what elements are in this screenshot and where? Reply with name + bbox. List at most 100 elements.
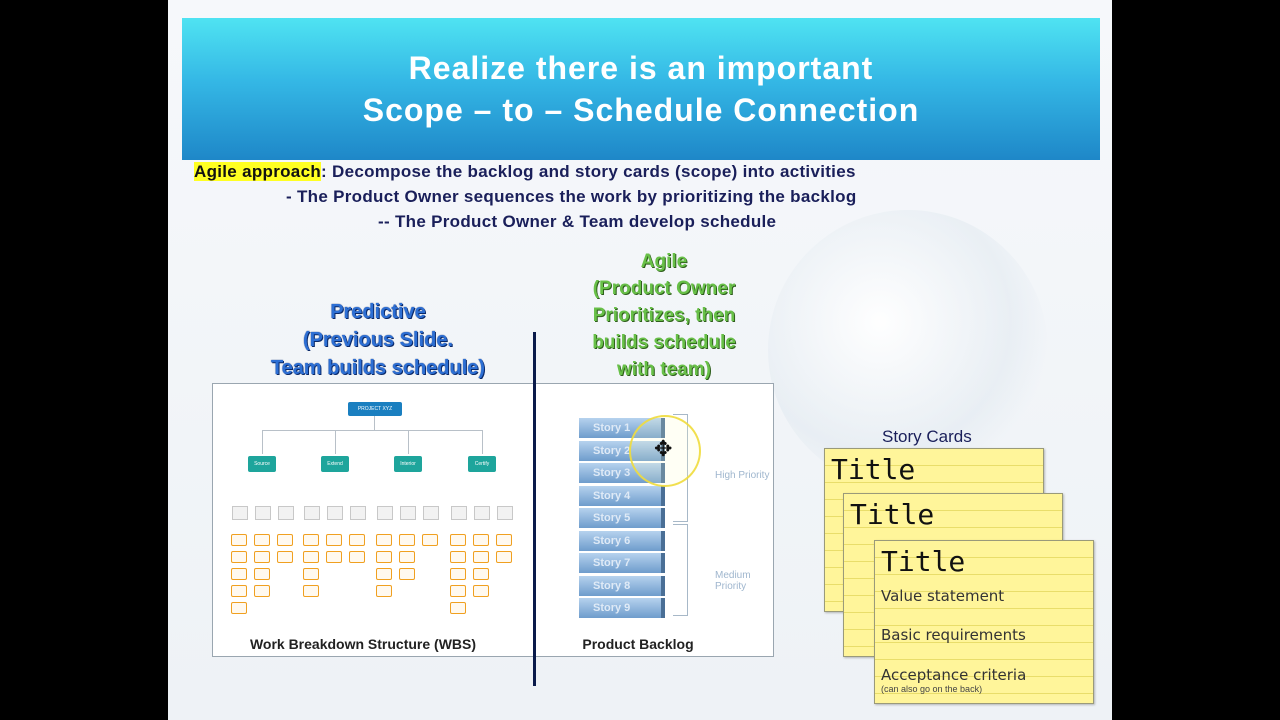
backlog-caption: Product Backlog bbox=[582, 636, 694, 652]
move-cursor-icon: ✥ bbox=[654, 436, 673, 461]
wbs-work-package bbox=[376, 585, 392, 597]
card-value-statement: Value statement bbox=[881, 587, 1005, 605]
card-acceptance-criteria: Acceptance criteria bbox=[881, 666, 1027, 684]
backlog-story: Story 9 bbox=[579, 598, 665, 618]
globe-watermark bbox=[768, 210, 1048, 490]
wbs-work-package bbox=[450, 551, 466, 563]
wbs-caption: Work Breakdown Structure (WBS) bbox=[249, 636, 477, 652]
backlog-story: Story 6 bbox=[579, 530, 665, 551]
wbs-work-package bbox=[450, 585, 466, 597]
wbs-work-package bbox=[450, 534, 466, 546]
wbs-branch-node: Source bbox=[248, 456, 276, 472]
wbs-work-package bbox=[254, 585, 270, 597]
wbs-work-package bbox=[376, 551, 392, 563]
wbs-work-package bbox=[326, 551, 342, 563]
wbs-work-package bbox=[450, 568, 466, 580]
wbs-work-package bbox=[473, 534, 489, 546]
cursor-highlight bbox=[629, 415, 701, 487]
wbs-connector bbox=[335, 430, 336, 454]
wbs-work-package bbox=[303, 534, 319, 546]
wbs-task-node bbox=[400, 506, 416, 520]
wbs-work-package bbox=[399, 568, 415, 580]
story-cards-title: Story Cards bbox=[882, 427, 972, 446]
wbs-work-package bbox=[399, 551, 415, 563]
wbs-work-package bbox=[303, 585, 319, 597]
wbs-task-node bbox=[377, 506, 393, 520]
wbs-task-node bbox=[350, 506, 366, 520]
wbs-work-package bbox=[303, 551, 319, 563]
wbs-work-package bbox=[376, 534, 392, 546]
high-priority-label: High Priority bbox=[715, 470, 770, 481]
wbs-work-package bbox=[422, 534, 438, 546]
wbs-work-package bbox=[254, 568, 270, 580]
card-note: (can also go on the back) bbox=[881, 684, 983, 694]
intro-row-2: - The Product Owner sequences the work b… bbox=[286, 187, 857, 206]
header-line-1: Realize there is an important bbox=[408, 50, 874, 86]
wbs-work-package bbox=[231, 551, 247, 563]
predictive-label-line: (Previous Slide. bbox=[302, 329, 454, 351]
agile-label-line: (Product Owner bbox=[592, 278, 736, 299]
card-title: Title bbox=[850, 498, 935, 531]
wbs-work-package bbox=[277, 551, 293, 563]
wbs-task-node bbox=[451, 506, 467, 520]
wbs-work-package bbox=[376, 568, 392, 580]
agile-approach-highlight: Agile approach bbox=[194, 162, 322, 181]
wbs-work-package bbox=[349, 534, 365, 546]
wbs-work-package bbox=[473, 568, 489, 580]
wbs-task-node bbox=[497, 506, 513, 520]
intro-row-3: -- The Product Owner & Team develop sche… bbox=[378, 212, 777, 231]
predictive-label-line: Team builds schedule) bbox=[270, 357, 486, 379]
medium-priority-label: Medium Priority bbox=[715, 570, 751, 592]
wbs-work-package bbox=[349, 551, 365, 563]
backlog-story: Story 5 bbox=[579, 508, 665, 528]
wbs-work-package bbox=[450, 602, 466, 614]
wbs-work-package bbox=[303, 568, 319, 580]
wbs-branch-node: Extend bbox=[321, 456, 349, 472]
wbs-work-package bbox=[496, 551, 512, 563]
agile-label-line: Agile bbox=[640, 251, 688, 272]
wbs-work-package bbox=[473, 551, 489, 563]
wbs-work-package bbox=[277, 534, 293, 546]
wbs-connector bbox=[482, 430, 483, 454]
story-card-front: Title Value statement Basic requirements… bbox=[874, 540, 1094, 704]
wbs-connector bbox=[408, 430, 409, 454]
wbs-branch-node: Interior bbox=[394, 456, 422, 472]
card-title: Title bbox=[831, 453, 916, 486]
wbs-work-package bbox=[231, 568, 247, 580]
predictive-label-line: Predictive bbox=[330, 301, 426, 323]
agile-label-line: Prioritizes, then bbox=[592, 305, 736, 326]
slide: Realize there is an important Scope – to… bbox=[168, 0, 1112, 720]
vertical-divider bbox=[533, 332, 536, 686]
medium-priority-bracket bbox=[673, 524, 688, 616]
wbs-task-node bbox=[327, 506, 343, 520]
backlog-story: Story 4 bbox=[579, 485, 665, 506]
wbs-work-package bbox=[231, 602, 247, 614]
backlog-story: Story 8 bbox=[579, 575, 665, 596]
agile-label-line: builds schedule bbox=[592, 332, 736, 353]
wbs-work-package bbox=[231, 534, 247, 546]
wbs-connector bbox=[262, 430, 263, 454]
wbs-work-package bbox=[496, 534, 512, 546]
wbs-task-node bbox=[255, 506, 271, 520]
wbs-work-package bbox=[399, 534, 415, 546]
wbs-work-package bbox=[254, 551, 270, 563]
wbs-work-package bbox=[254, 534, 270, 546]
wbs-connector bbox=[374, 416, 375, 430]
predictive-label: Predictive (Previous Slide. Team builds … bbox=[238, 298, 518, 382]
wbs-work-package bbox=[326, 534, 342, 546]
wbs-task-node bbox=[423, 506, 439, 520]
agile-label: Agile (Product Owner Prioritizes, then b… bbox=[564, 248, 764, 383]
wbs-task-node bbox=[278, 506, 294, 520]
wbs-branch-node: Certify bbox=[468, 456, 496, 472]
wbs-root-node: PROJECT XYZ bbox=[348, 402, 402, 416]
wbs-work-package bbox=[473, 585, 489, 597]
agile-label-line: with team) bbox=[617, 359, 711, 380]
intro-row-1: Agile approach: Decompose the backlog an… bbox=[194, 162, 856, 182]
card-basic-requirements: Basic requirements bbox=[881, 626, 1026, 644]
intro-row-1-rest: : Decompose the backlog and story cards … bbox=[321, 162, 856, 181]
wbs-connector bbox=[262, 430, 482, 431]
header-line-2: Scope – to – Schedule Connection bbox=[362, 92, 920, 128]
slide-header: Realize there is an important Scope – to… bbox=[182, 18, 1100, 160]
backlog-story: Story 7 bbox=[579, 553, 665, 573]
wbs-task-node bbox=[232, 506, 248, 520]
